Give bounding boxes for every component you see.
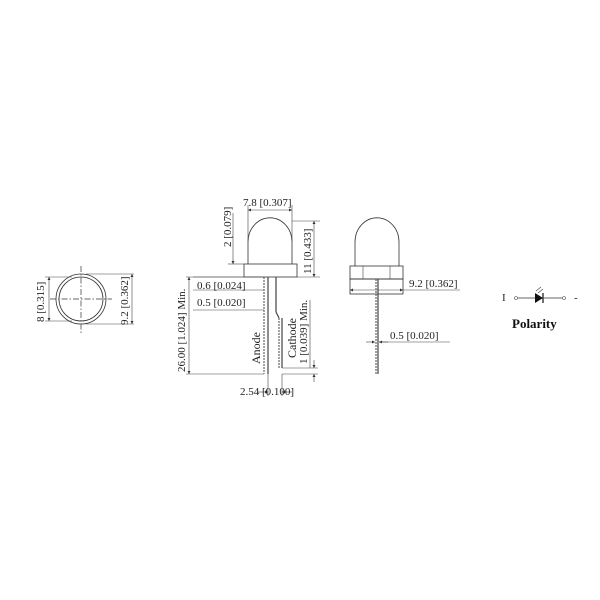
front-lead-width-dim: 0.5 [0.020] — [390, 330, 439, 342]
diode-triangle-icon — [535, 293, 543, 303]
cathode-sign: - — [574, 292, 578, 304]
lens-width-dim: 7.8 [0.307] — [243, 197, 292, 209]
top-view-height-dim: 8 [0.315] — [35, 282, 47, 322]
anode-label: Anode — [249, 332, 263, 364]
side-view: 7.8 [0.307] 2 [0.079] 11 [0.433] 0.6 [0.… — [176, 197, 320, 398]
flange — [243, 263, 298, 278]
lead-pitch-dim: 2.54 [0.100] — [240, 386, 294, 398]
body-height-dim: 11 [0.433] — [302, 229, 314, 274]
lead-length-dim: 26.00 [1.024] Min. — [176, 288, 188, 372]
lens-dome — [247, 217, 293, 264]
top-view-width-dim: 9.2 [0.362] — [119, 276, 131, 325]
cathode-terminal-icon — [562, 296, 566, 300]
lead-width-dim: 0.5 [0.020] — [197, 297, 246, 309]
front-lens-dome — [354, 217, 400, 266]
front-view: 9.2 [0.362] 0.5 [0.020] — [349, 217, 460, 374]
anode-sign: I — [502, 292, 506, 304]
polarity-symbol: I - Polarity — [502, 286, 578, 331]
polarity-label: Polarity — [512, 316, 557, 331]
cathode-label: Cathode — [285, 318, 299, 358]
light-emission-icon — [535, 286, 542, 292]
anode-terminal-icon — [514, 296, 518, 300]
dome-offset-dim: 2 [0.079] — [222, 207, 234, 247]
front-flange-width-dim: 9.2 [0.362] — [409, 278, 458, 290]
front-flange — [349, 265, 404, 280]
cathode-step-dim: 1 [0.039] Min. — [298, 300, 310, 364]
flange-thickness-dim: 0.6 [0.024] — [197, 280, 246, 292]
top-view: 8 [0.315] 9.2 [0.362] — [35, 266, 134, 334]
